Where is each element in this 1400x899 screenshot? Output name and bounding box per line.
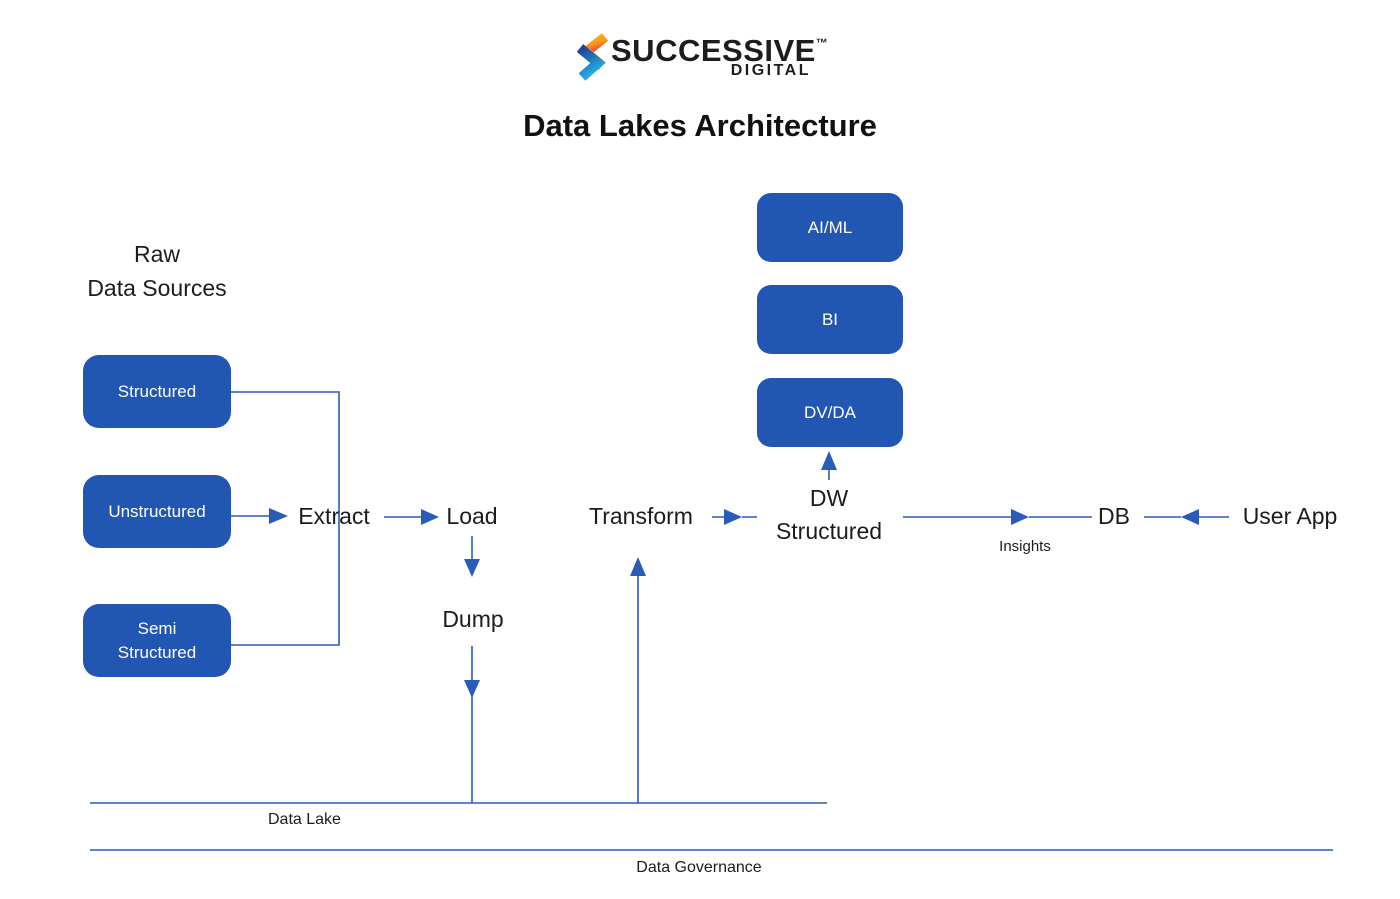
raw-data-sources-heading: Raw Data Sources — [27, 237, 287, 305]
dw-structured-line2: Structured — [775, 518, 883, 544]
unstructured-node: Unstructured — [83, 475, 231, 548]
dw-structured-label: DW Structured — [776, 482, 882, 548]
page-title: Data Lakes Architecture — [523, 108, 877, 143]
arrowhead-up-transform — [630, 557, 646, 576]
transform-step-label: Transform — [589, 503, 693, 529]
arrowhead-to-extract — [269, 508, 288, 524]
db-node-label: DB — [1098, 503, 1130, 529]
bi-node: BI — [757, 285, 903, 354]
semi-structured-node: Semi Structured — [83, 604, 231, 677]
arrowhead-to-load — [421, 509, 439, 525]
raw-heading-line2: Data Sources — [87, 275, 227, 301]
structured-node: Structured — [83, 355, 231, 428]
raw-heading-line1: Raw — [133, 241, 180, 267]
dump-step-label: Dump — [442, 606, 504, 632]
logo-brand-name: SUCCESSIVE — [611, 33, 816, 68]
user-app-label: User App — [1242, 503, 1338, 529]
aiml-node-label: AI/ML — [807, 217, 853, 237]
logo-subtext: DIGITAL — [730, 62, 811, 79]
logo-trademark: ™ — [815, 36, 828, 50]
extract-step-label: Extract — [298, 503, 370, 529]
data-lake-zone-label: Data Lake — [268, 811, 341, 828]
unstructured-node-label: Unstructured — [108, 501, 206, 521]
successive-logo-icon — [576, 33, 609, 81]
structured-node-label: Structured — [117, 381, 197, 401]
load-step-label: Load — [446, 503, 498, 529]
arrowhead-up-dvda — [821, 451, 837, 470]
dw-structured-line1: DW — [809, 485, 849, 511]
bi-node-label: BI — [821, 309, 839, 329]
aiml-node: AI/ML — [757, 193, 903, 262]
arrowhead-to-db-left — [1181, 509, 1199, 525]
data-governance-zone-label: Data Governance — [636, 859, 762, 876]
dvda-node-label: DV/DA — [804, 402, 856, 422]
semi-structured-node-label: Semi Structured — [117, 618, 197, 662]
arrowhead-load-down — [464, 559, 480, 577]
insights-edge-label: Insights — [999, 538, 1051, 555]
logo-brand-text: SUCCESSIVE™ — [611, 33, 828, 69]
arrowhead-to-dw — [724, 509, 742, 525]
dvda-node: DV/DA — [757, 378, 903, 447]
arrowhead-dump-down — [464, 680, 480, 698]
arrowhead-to-db — [1011, 509, 1029, 525]
